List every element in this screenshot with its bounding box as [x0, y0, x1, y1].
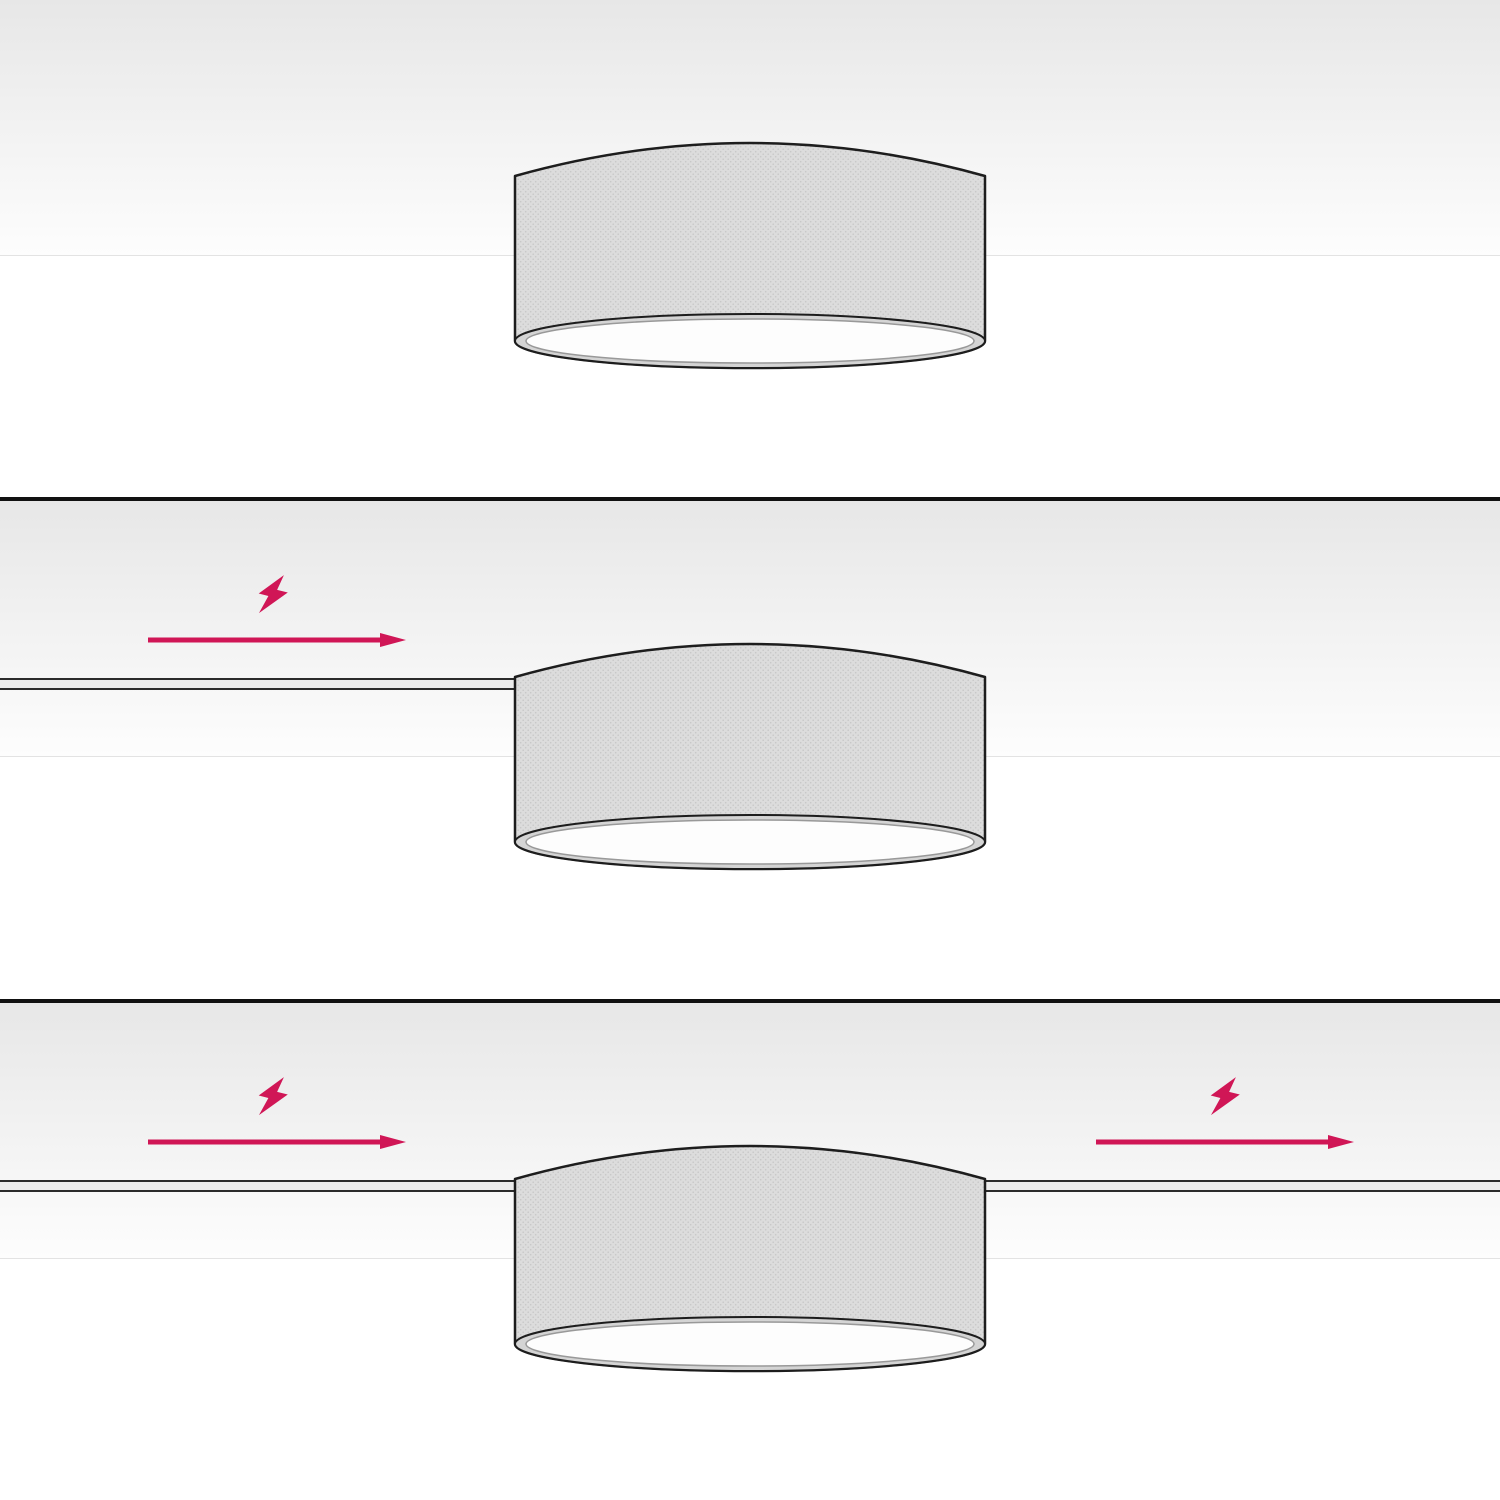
drum-ceiling-lamp — [513, 1144, 987, 1372]
panel-lamp-cable-in-left — [0, 501, 1500, 999]
power-cable-left — [0, 1179, 516, 1192]
lightning-bolt-icon — [257, 573, 291, 620]
lightning-bolt-icon — [1209, 1074, 1243, 1121]
power-flow-arrow-icon — [148, 1134, 406, 1150]
power-flow-arrow-icon — [1096, 1134, 1354, 1150]
power-flow-arrow-icon — [148, 632, 406, 648]
power-cable-left — [0, 678, 516, 691]
panel-lamp-cable-pass-through — [0, 1002, 1500, 1500]
panel-separator — [0, 998, 1500, 1003]
lightning-bolt-icon — [257, 1074, 291, 1121]
drum-ceiling-lamp — [513, 141, 987, 370]
panel-separator — [0, 497, 1500, 502]
power-cable-right — [984, 1179, 1500, 1192]
panel-lamp-only — [0, 0, 1500, 498]
drum-ceiling-lamp — [513, 643, 987, 871]
